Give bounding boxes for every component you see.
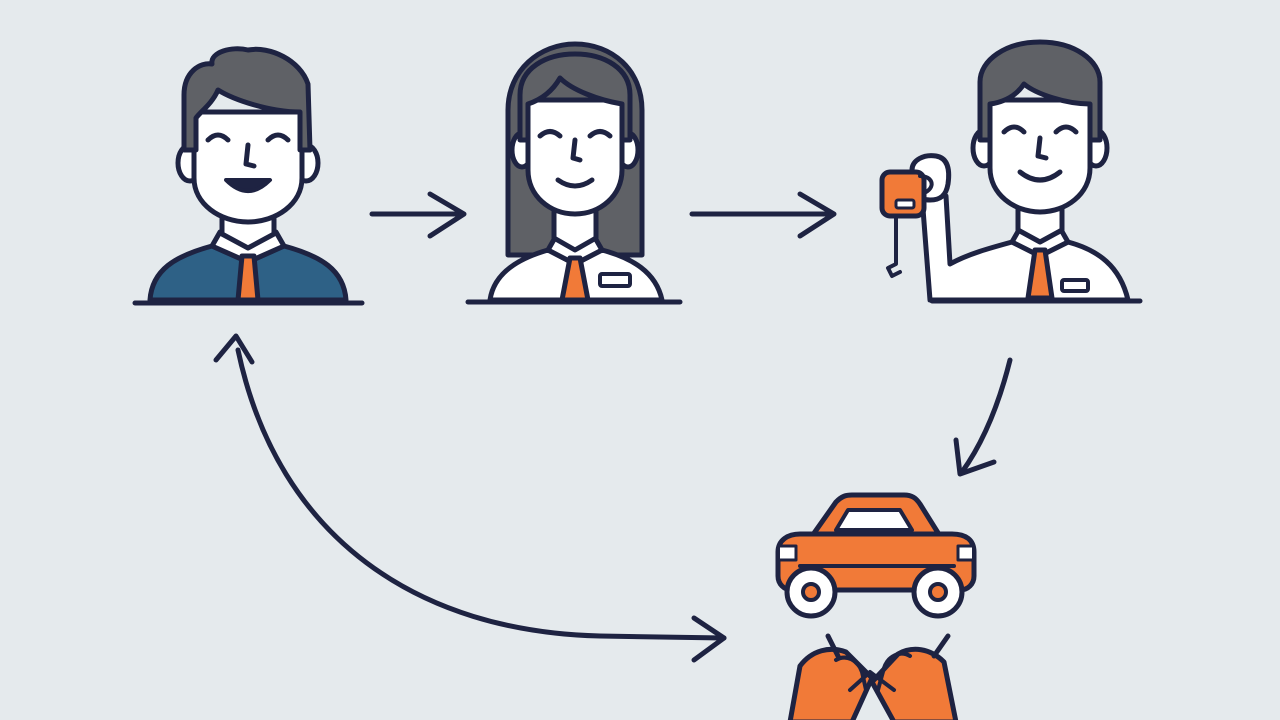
arrow-agent-to-key-handover	[689, 191, 837, 239]
arrow-car-to-customer	[213, 333, 727, 663]
man-holding-key-icon	[879, 39, 1143, 304]
orange-car-icon	[775, 492, 977, 619]
smiling-man-in-suit-icon	[132, 46, 365, 306]
arrow-key-handover-to-car	[953, 357, 1013, 477]
arrow-customer-to-agent	[369, 191, 467, 239]
handshake-icon	[787, 633, 959, 720]
woman-with-tie-icon	[465, 41, 683, 305]
